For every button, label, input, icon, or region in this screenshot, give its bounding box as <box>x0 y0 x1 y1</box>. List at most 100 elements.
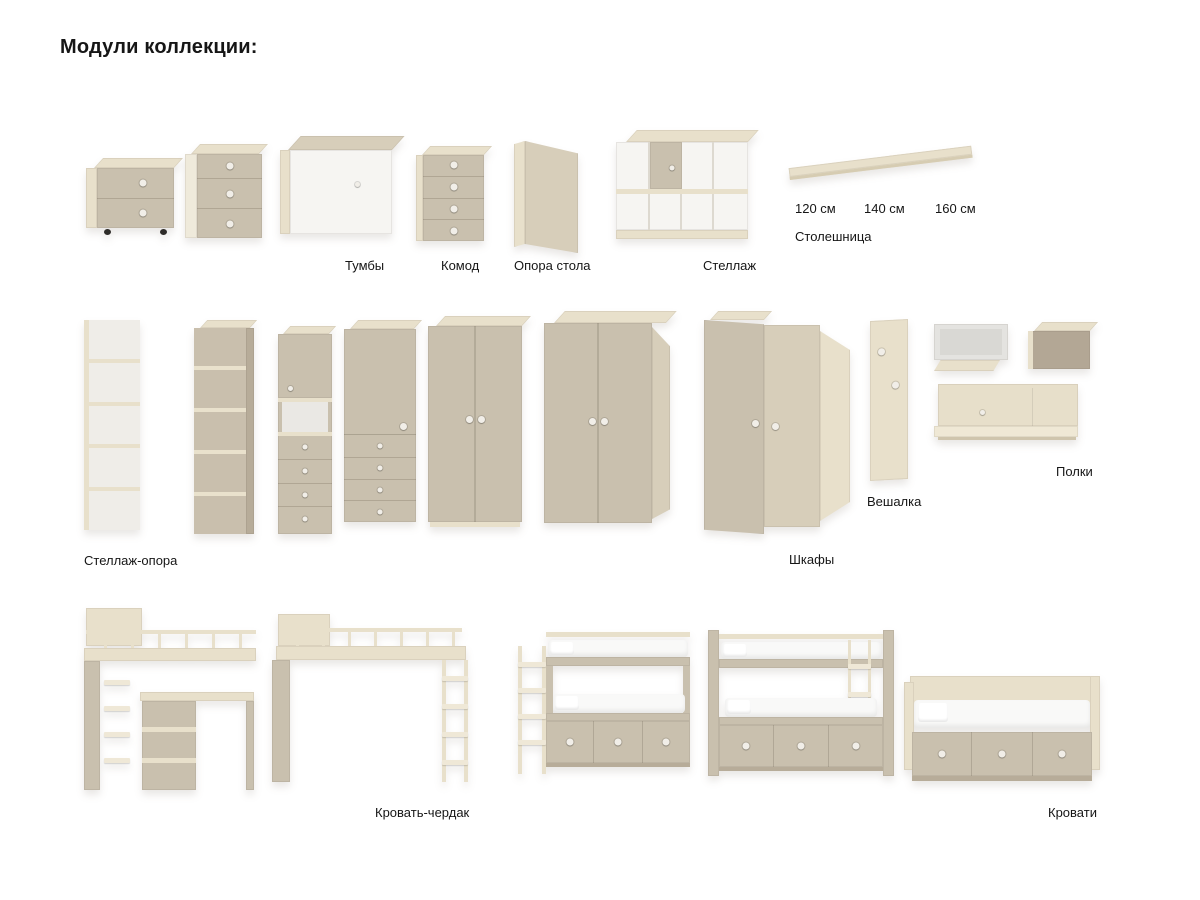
drawer <box>278 506 332 530</box>
knob <box>1058 750 1066 758</box>
drawer <box>344 436 416 457</box>
knob <box>139 179 147 187</box>
knob <box>601 418 608 425</box>
bed-platform <box>84 648 256 661</box>
side-panel <box>820 331 850 521</box>
drawer <box>423 197 484 220</box>
drawer <box>912 732 971 776</box>
label-komod: Комод <box>441 258 480 273</box>
drawer <box>773 725 828 767</box>
drawer <box>423 219 484 241</box>
rail <box>546 632 690 637</box>
knob <box>752 420 759 427</box>
side-panel <box>514 141 525 247</box>
nightstand-2-drawer <box>86 158 184 238</box>
shelf-column-beige <box>194 320 258 534</box>
top-panel <box>94 158 184 168</box>
mattress <box>725 698 877 717</box>
drawer <box>641 721 690 763</box>
drawer <box>828 725 883 767</box>
drawer-row <box>546 721 690 763</box>
drawer <box>97 168 174 198</box>
knob <box>139 209 147 217</box>
shelf-unit <box>142 701 196 790</box>
shelf-cell <box>89 362 140 406</box>
divider <box>1032 388 1033 426</box>
shelf <box>278 432 332 436</box>
rail-slat <box>296 632 299 646</box>
wardrobe-two-door <box>428 316 532 528</box>
door-left <box>704 320 764 534</box>
knob <box>998 750 1006 758</box>
rail-slat <box>185 634 188 648</box>
label-stoleshnitsa: Столешница <box>795 229 872 244</box>
knob <box>450 227 457 235</box>
knob <box>377 487 383 493</box>
ladder-rung <box>518 714 546 719</box>
drawer <box>197 208 262 238</box>
knob <box>355 181 361 187</box>
body <box>616 142 748 230</box>
top-panel <box>710 311 773 320</box>
ladder-rung <box>442 760 468 765</box>
top-panel <box>191 144 269 154</box>
rail <box>86 630 256 634</box>
knob <box>450 183 457 191</box>
front-panel <box>197 154 262 238</box>
rail-slat <box>104 634 107 648</box>
ladder-rung <box>104 680 130 685</box>
underside <box>938 437 1076 440</box>
drawer-stack <box>278 436 332 530</box>
side-edge <box>1028 331 1033 369</box>
shelf <box>142 758 196 763</box>
bunk-base <box>546 713 690 721</box>
knob <box>226 220 233 227</box>
wardrobe-wide <box>544 311 677 529</box>
ladder-rung <box>518 688 546 693</box>
post <box>683 666 690 730</box>
ladder-rung <box>848 692 871 697</box>
ladder-rung <box>442 732 468 737</box>
side-panel <box>84 661 100 790</box>
divider <box>712 142 714 230</box>
end-panel <box>1090 676 1100 770</box>
top-panel <box>1034 322 1099 331</box>
hook <box>892 381 899 389</box>
drawer <box>197 154 262 178</box>
corner-panel <box>525 141 578 253</box>
label-krovati: Кровати <box>1048 805 1097 820</box>
shelf-cell <box>194 328 246 370</box>
side-panel <box>416 155 423 241</box>
knob <box>614 738 622 746</box>
end-panel <box>904 682 914 770</box>
pillow <box>555 696 579 710</box>
shelf-cell <box>194 496 246 534</box>
door-split <box>474 326 476 522</box>
drawer <box>593 721 641 763</box>
label-krovat-cherdak: Кровать-чердак <box>375 805 470 820</box>
plinth <box>546 763 690 767</box>
rail-slat <box>426 632 429 646</box>
ladder-rail <box>518 646 522 774</box>
shelf-cell <box>89 405 140 449</box>
front-panel <box>423 155 484 241</box>
drawer <box>423 155 484 176</box>
label-stellazh: Стеллаж <box>703 258 757 273</box>
size-160-label: 160 см <box>935 201 976 216</box>
bed-platform <box>276 646 466 660</box>
side-edge <box>84 320 89 530</box>
ladder-rail <box>464 660 468 782</box>
knob <box>450 161 457 169</box>
single-bed-drawers <box>904 674 1100 794</box>
knob <box>302 492 308 498</box>
shelf <box>616 189 748 194</box>
ladder-rung <box>104 732 130 737</box>
tabletop <box>788 145 973 180</box>
top-panel <box>554 311 677 323</box>
rail-slat <box>158 634 161 648</box>
drawer <box>423 175 484 198</box>
drawer <box>344 478 416 501</box>
back-panel <box>938 384 1078 426</box>
side-panel <box>652 327 670 519</box>
knob <box>226 190 233 197</box>
